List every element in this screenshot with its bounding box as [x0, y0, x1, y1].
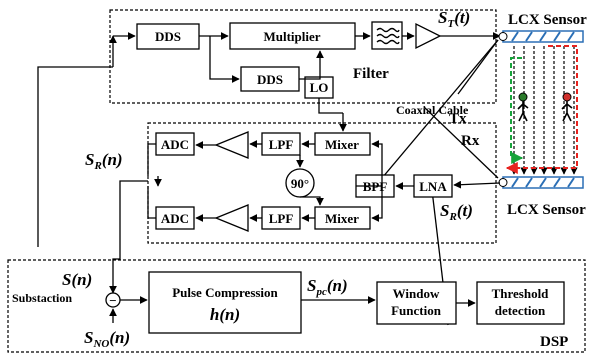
lcx-sensor-top-label: LCX Sensor — [508, 12, 587, 28]
svg-text:LPF: LPF — [269, 211, 294, 226]
lpf-top-block: LPF — [261, 132, 301, 156]
pulse-compression-block: Pulse Compression h(n) — [148, 271, 302, 334]
coaxial-cable-c — [423, 106, 499, 179]
multiplier-block: Multiplier — [229, 22, 356, 50]
svg-text:Mixer: Mixer — [325, 211, 359, 226]
person-icon — [517, 92, 573, 122]
svg-text:Window: Window — [393, 286, 440, 301]
svg-text:DDS: DDS — [257, 72, 283, 87]
mixer-bottom-block: Mixer — [314, 206, 371, 230]
threshold-detection-block: Threshold detection — [476, 281, 565, 325]
dsp-label: DSP — [540, 334, 568, 350]
svg-text:Spc(n): Spc(n) — [307, 276, 348, 298]
svg-text:−: − — [109, 293, 116, 308]
lpf-bottom-block: LPF — [261, 206, 301, 230]
lcx-sensor-bottom-label: LCX Sensor — [507, 202, 586, 218]
svg-text:Multiplier: Multiplier — [263, 29, 320, 44]
rx-label: Rx — [461, 133, 480, 149]
amplifier-icon — [214, 131, 249, 159]
svg-text:h(n): h(n) — [210, 305, 240, 324]
svg-text:detection: detection — [495, 303, 546, 318]
svg-text:SR(n): SR(n) — [85, 150, 123, 172]
amplifier-icon — [415, 22, 442, 50]
lcx-sensor-top — [498, 30, 584, 43]
lna-block: LNA — [413, 174, 453, 198]
svg-text:LPF: LPF — [269, 137, 294, 152]
window-function-block: Window Function — [376, 281, 457, 325]
coaxial-cable-a — [457, 39, 499, 95]
svg-text:ADC: ADC — [161, 137, 189, 152]
svg-text:Pulse Compression: Pulse Compression — [172, 285, 278, 300]
svg-text:LNA: LNA — [419, 179, 447, 194]
substaction-label: Substaction — [12, 291, 72, 305]
adc-top-block: ADC — [155, 132, 195, 156]
svg-text:LO: LO — [310, 80, 329, 95]
coaxial-cable-b — [371, 39, 499, 191]
sno-label: SNO(n) — [84, 328, 130, 350]
s-n-label: S(n) — [62, 270, 92, 289]
tx-frame — [109, 9, 497, 104]
st-label: ST(t) — [438, 8, 470, 30]
dsp-frame — [7, 259, 586, 353]
filter-label: Filter — [353, 66, 389, 82]
tx-signal-path — [505, 45, 578, 174]
dds-top-block: DDS — [136, 23, 200, 50]
tx-label: Tx — [449, 111, 467, 127]
svg-text:ST(t): ST(t) — [438, 8, 470, 30]
svg-text:Mixer: Mixer — [325, 137, 359, 152]
lo-label-box: LO — [304, 76, 334, 99]
subtraction-node: − — [105, 292, 121, 308]
svg-text:SR(t): SR(t) — [440, 201, 473, 223]
svg-text:ADC: ADC — [161, 211, 189, 226]
phase-shifter: 90° — [285, 168, 315, 198]
svg-text:DDS: DDS — [155, 29, 181, 44]
svg-text:Threshold: Threshold — [492, 286, 550, 301]
coax-label: Coaxial Cable — [396, 103, 469, 117]
svg-text:90°: 90° — [291, 176, 309, 191]
mixer-top-block: Mixer — [314, 132, 371, 156]
adc-bottom-block: ADC — [155, 206, 195, 230]
filter-icon — [371, 21, 403, 50]
svg-text:Function: Function — [391, 303, 442, 318]
rx-signal-path — [510, 57, 524, 164]
dds-lo-block: DDS — [240, 66, 300, 92]
spc-label: Spc(n) — [307, 276, 348, 298]
lcx-sensor-bottom — [498, 176, 584, 189]
sr-t-label: SR(t) — [440, 201, 473, 223]
amplifier-icon — [214, 204, 249, 232]
sr-n-label: SR(n) — [85, 150, 123, 172]
svg-text:SNO(n): SNO(n) — [84, 328, 130, 350]
